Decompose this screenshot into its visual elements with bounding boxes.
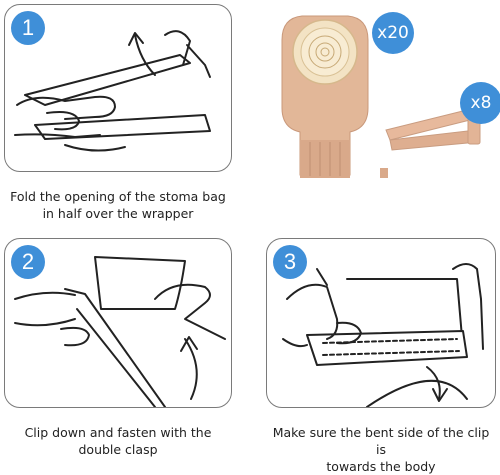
fold-bag-illustration [14,30,211,152]
step-3-panel: 3 [266,238,496,408]
step-3-badge: 3 [273,245,307,279]
stoma-bag-image [281,15,369,178]
step-1-badge: 1 [11,11,45,45]
step-2-caption-line-2: double clasp [78,442,158,457]
clip-down-illustration [14,256,226,407]
step-2-caption-line-1: Clip down and fasten with the [24,425,212,440]
step-2-badge: 2 [11,245,45,279]
step-3-caption-line-2: towards the body [326,459,436,474]
step-1-caption-line-2: in half over the wrapper [42,206,194,221]
clip-orientation-illustration [282,263,484,407]
step-1-caption: Fold the opening of the stoma bag in hal… [4,188,232,222]
step-3-caption-line-1: Make sure the bent side of the clip is [272,425,490,457]
step-2-caption: Clip down and fasten with the double cla… [4,424,232,458]
step-3-caption: Make sure the bent side of the clip is t… [266,424,496,475]
step-1-caption-line-1: Fold the opening of the stoma bag [10,189,226,204]
bag-quantity-badge: x20 [372,12,414,54]
step-1-panel: 1 [4,4,232,172]
clip-quantity-badge: x8 [460,82,500,124]
step-2-panel: 2 [4,238,232,408]
